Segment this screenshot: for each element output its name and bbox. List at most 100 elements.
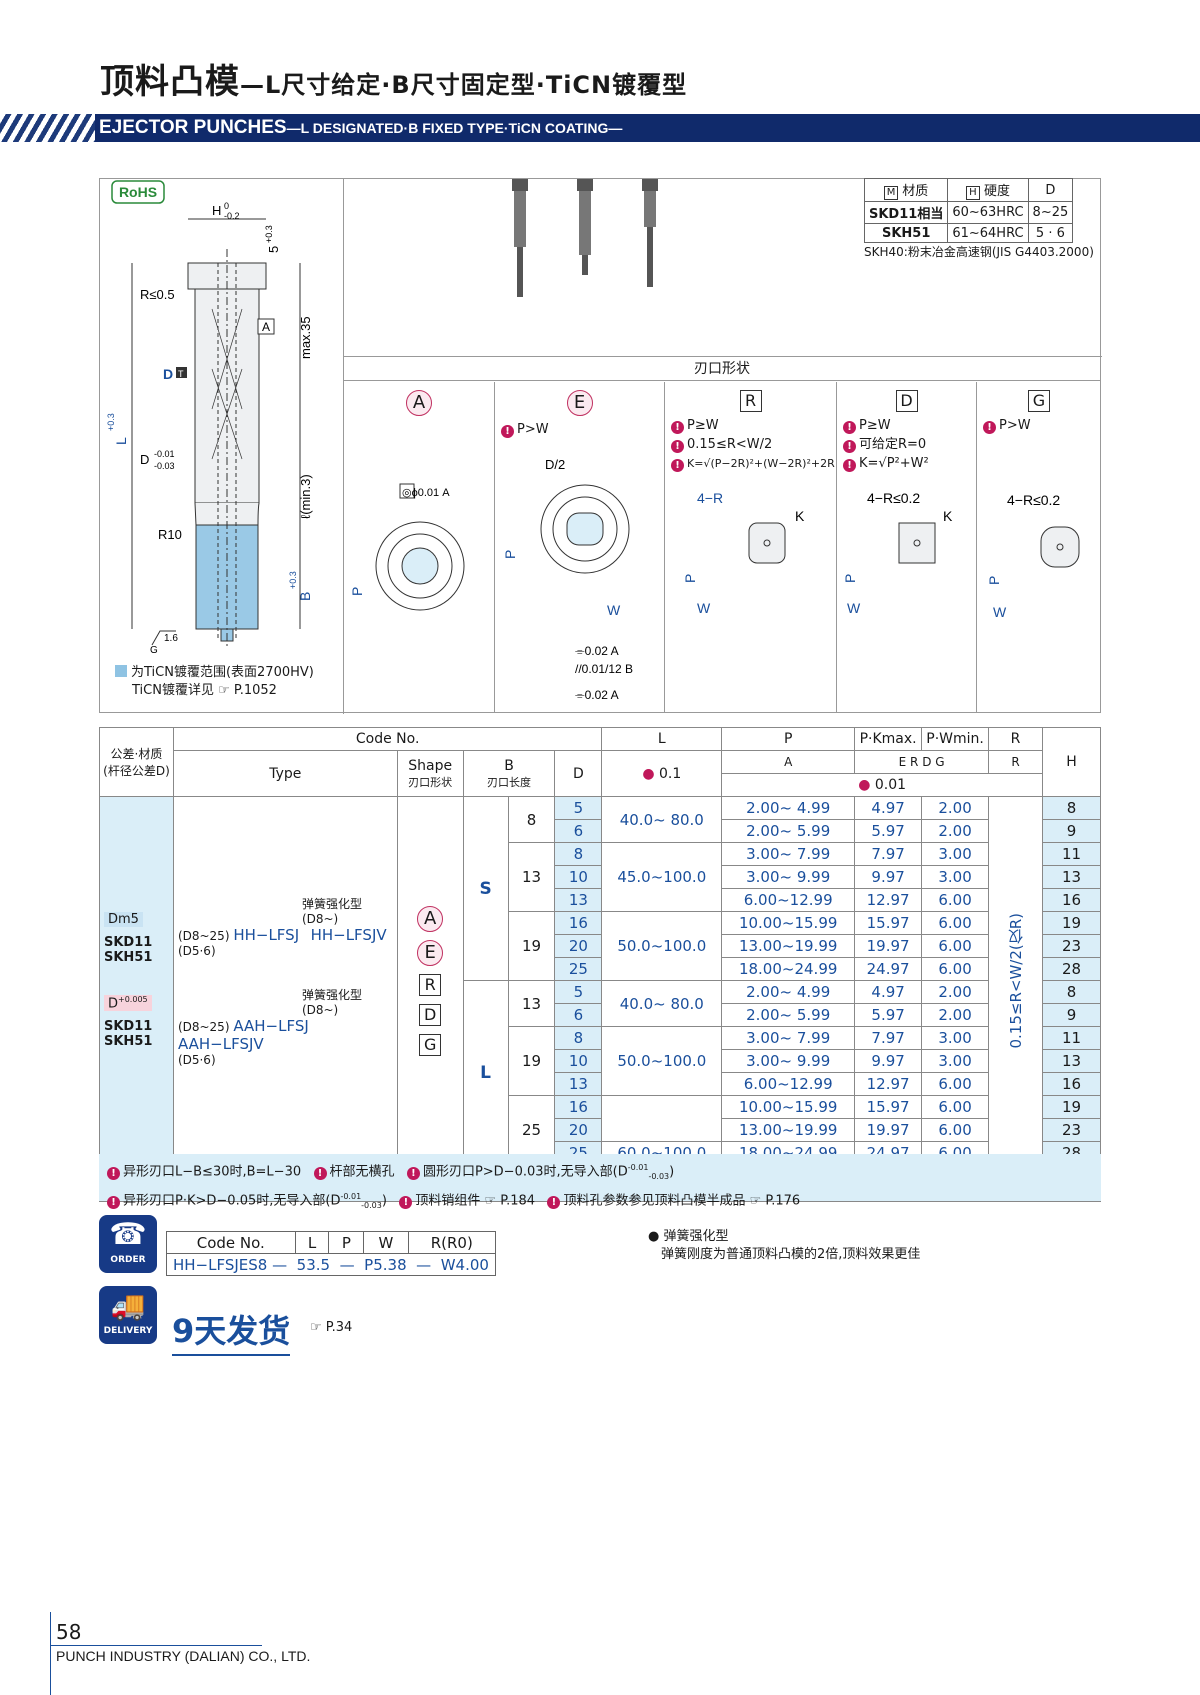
svg-text:P: P <box>682 574 698 583</box>
svg-text://0.01/12 B: //0.01/12 B <box>575 662 633 676</box>
svg-text:⌯0.02 A: ⌯0.02 A <box>575 688 619 702</box>
banner-stripes <box>0 114 110 142</box>
page-title: 顶料凸模—L尺寸给定·B尺寸固定型·TiCN镀覆型 <box>100 62 688 102</box>
tip-r-badge: R <box>739 390 762 412</box>
page-hline <box>50 1645 262 1646</box>
technical-drawing: RoHS H 0 -0.2 5 +0.3 R≤0.5 A max.35 D T … <box>100 179 344 714</box>
svg-text:4−R: 4−R <box>697 490 723 506</box>
svg-text:W: W <box>847 600 861 616</box>
hard-header: H 硬度 <box>947 178 1029 202</box>
svg-text:G: G <box>150 645 158 656</box>
spec-table: 公差·材质(杆径公差D) Code No. L P P·Kmax. P·Wmin… <box>99 727 1101 1165</box>
product-photo <box>344 179 1102 357</box>
svg-text:4−R≤0.2: 4−R≤0.2 <box>1007 492 1060 508</box>
svg-text:D: D <box>140 452 149 467</box>
svg-text:R10: R10 <box>158 527 182 542</box>
delivery-icon: 🚚DELIVERY <box>99 1286 157 1344</box>
shape-g: G <box>419 1033 442 1056</box>
punch-image-3 <box>642 179 658 287</box>
mat-skd11: SKD11相当 <box>863 201 949 224</box>
tip-shape-header: 刃口形状 <box>344 357 1100 381</box>
svg-text:A: A <box>262 320 270 334</box>
tip-g-drawing: 4−R≤0.2 P W <box>986 492 1080 620</box>
svg-text:-0.03: -0.03 <box>154 461 175 471</box>
shape-a: A <box>417 905 444 932</box>
svg-text:D: D <box>163 366 173 382</box>
svg-text:W: W <box>697 600 711 616</box>
svg-text:+0.3: +0.3 <box>288 571 298 589</box>
punch-drawing: RoHS H 0 -0.2 5 +0.3 R≤0.5 A max.35 D T … <box>106 180 313 656</box>
rohs-badge: RoHS <box>119 184 157 200</box>
svg-text:-0.01: -0.01 <box>154 449 175 459</box>
tip-e: E !P>W D/2 P W ⌯0.02 A //0.01/12 B ⌯0.02… <box>495 382 665 712</box>
svg-text:◎ϕ0.01 A: ◎ϕ0.01 A <box>402 487 450 499</box>
footnotes: !异形刃口L−B≤30时,B=L−30 !杆部无横孔 !圆形刃口P>D−0.03… <box>99 1154 1101 1210</box>
svg-text:W: W <box>607 602 621 618</box>
dm5-badge: Dm5 <box>104 911 143 927</box>
svg-text:D/2: D/2 <box>545 457 565 472</box>
svg-text:B: B <box>297 592 313 601</box>
coating-swatch <box>115 665 127 677</box>
tip-e-drawing: D/2 P W ⌯0.02 A //0.01/12 B ⌯0.02 A <box>502 457 633 702</box>
shape-r: R <box>419 973 442 996</box>
svg-text:0: 0 <box>224 201 229 211</box>
tip-a-badge: A <box>406 390 432 416</box>
svg-text:max.35: max.35 <box>298 316 313 359</box>
page-number: 58 <box>56 1620 82 1644</box>
material-note: SKH40:粉末冶金高速钢(JIS G4403.2000) <box>864 245 1094 259</box>
svg-text:ℓ(min.3): ℓ(min.3) <box>298 474 313 519</box>
mat-skh51: SKH51 <box>863 223 949 243</box>
mat-header: M 材质 <box>863 178 949 202</box>
tip-d-drawing: 4−R≤0.2 K P W <box>842 490 953 616</box>
tip-r-drawing: 4−R K P W <box>682 490 805 616</box>
shape-d: D <box>419 1003 442 1026</box>
d-header: D <box>1027 178 1074 202</box>
svg-text:W: W <box>993 604 1007 620</box>
svg-text:P: P <box>986 576 1002 585</box>
svg-text:L: L <box>113 437 129 445</box>
tip-a-drawing: ◎ϕ0.01 A P <box>349 483 465 611</box>
svg-text:H: H <box>212 203 221 218</box>
tip-e-badge: E <box>566 390 593 416</box>
svg-text:K: K <box>943 508 953 524</box>
svg-text:P: P <box>349 587 365 596</box>
tip-a: A ◎ϕ0.01 A P <box>344 382 495 712</box>
banner-subtitle: —L DESIGNATED·B FIXED TYPE·TiCN COATING— <box>286 120 623 136</box>
svg-text:5: 5 <box>266 246 281 253</box>
punch-image-1 <box>512 179 528 297</box>
tip-d: D !P≥W !可给定R=0 !K=√P²+W² 4−R≤0.2 K P W <box>837 382 977 712</box>
svg-text:-0.2: -0.2 <box>224 211 240 221</box>
tip-g-badge: G <box>1028 390 1050 412</box>
page-line <box>50 1612 51 1695</box>
svg-text:K: K <box>795 508 805 524</box>
figure-box: RoHS H 0 -0.2 5 +0.3 R≤0.5 A max.35 D T … <box>99 178 1102 714</box>
tip-r: R !P≥W !0.15≤R<W/2 !K=√(P−2R)²+(W−2R)²+2… <box>665 382 837 712</box>
svg-text:P: P <box>842 574 858 583</box>
svg-text:T: T <box>178 369 184 379</box>
coating-note: 为TiCN镀覆范围(表面2700HV) TiCN镀覆详见 ☞ P.1052 <box>115 664 314 700</box>
company-name: PUNCH INDUSTRY (DALIAN) CO., LTD. <box>56 1648 311 1664</box>
delivery-ref[interactable]: ☞ P.34 <box>310 1320 353 1335</box>
svg-text:1.6: 1.6 <box>164 633 178 644</box>
tip-g: G !P>W 4−R≤0.2 P W <box>977 382 1101 712</box>
order-note: ● 弹簧强化型弹簧刚度为普通顶料凸模的2倍,顶料效果更佳 <box>648 1229 921 1262</box>
svg-text:+0.3: +0.3 <box>106 413 116 431</box>
order-icon: ☎ORDER <box>99 1215 157 1273</box>
